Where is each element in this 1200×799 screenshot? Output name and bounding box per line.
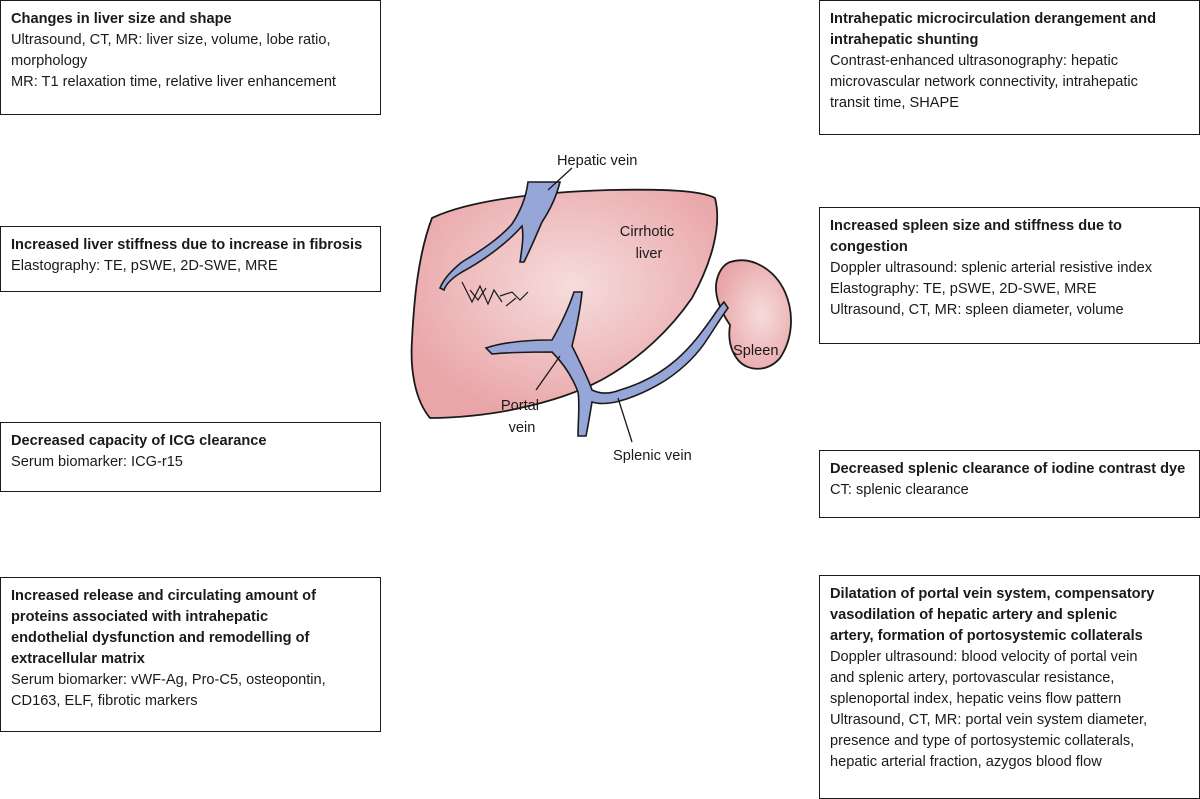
box-title: intrahepatic shunting <box>830 32 979 48</box>
box-liver-size-shape: Changes in liver size and shape Ultrasou… <box>0 0 381 115</box>
box-title: congestion <box>830 239 908 255</box>
box-title: Decreased splenic clearance of iodine co… <box>830 461 1186 477</box>
box-line: Doppler ultrasound: splenic arterial res… <box>830 260 1153 276</box>
hepatic-vein-shape <box>438 181 562 292</box>
box-title: Increased release and circulating amount… <box>11 588 316 604</box>
box-line: splenoportal index, hepatic veins flow p… <box>830 691 1122 707</box>
box-title: proteins associated with intrahepatic <box>11 609 269 625</box>
portal-vein-label-line1: Portal <box>501 398 539 414</box>
box-title: artery, formation of portosystemic colla… <box>830 628 1143 644</box>
cirrhotic-liver-label: Cirrhotic liver <box>620 224 678 262</box>
portal-vein-label-line2: vein <box>509 420 536 436</box>
hepatic-vein-leader <box>547 167 573 191</box>
box-line: Serum biomarker: ICG-r15 <box>11 454 183 470</box>
box-line: Elastography: TE, pSWE, 2D-SWE, MRE <box>11 258 278 274</box>
box-title: Dilatation of portal vein system, compen… <box>830 586 1155 602</box>
box-title: Increased liver stiffness due to increas… <box>11 237 363 253</box>
box-spleen-size: Increased spleen size and stiffness due … <box>819 207 1200 344</box>
box-line: presence and type of portosystemic colla… <box>830 733 1135 749</box>
box-line: Serum biomarker: vWF-Ag, Pro-C5, osteopo… <box>11 672 326 688</box>
splenic-vein-label: Splenic vein <box>613 448 692 464</box>
spleen-label: Spleen <box>733 343 778 359</box>
box-icg-clearance: Decreased capacity of ICG clearance Seru… <box>0 422 381 492</box>
box-line: CT: splenic clearance <box>830 482 969 498</box>
box-portal-system: Dilatation of portal vein system, compen… <box>819 575 1200 799</box>
box-line: Ultrasound, CT, MR: liver size, volume, … <box>11 32 331 48</box>
hepatic-vein-label: Hepatic vein <box>557 153 637 169</box>
box-title: Changes in liver size and shape <box>11 11 232 27</box>
box-title: Decreased capacity of ICG clearance <box>11 433 267 449</box>
box-line: Ultrasound, CT, MR: portal vein system d… <box>830 712 1148 728</box>
box-title: endothelial dysfunction and remodelling … <box>11 630 310 646</box>
box-line: and splenic artery, portovascular resist… <box>830 670 1115 686</box>
box-line: morphology <box>11 53 88 69</box>
box-liver-stiffness: Increased liver stiffness due to increas… <box>0 226 381 292</box>
box-microcirculation: Intrahepatic microcirculation derangemen… <box>819 0 1200 135</box>
portal-vein-label: Portal vein <box>501 398 543 436</box>
box-splenic-clearance: Decreased splenic clearance of iodine co… <box>819 450 1200 518</box>
box-line: microvascular network connectivity, intr… <box>830 74 1138 90</box>
box-line: CD163, ELF, fibrotic markers <box>11 693 198 709</box>
cirrhotic-liver-label-line1: Cirrhotic <box>620 224 674 240</box>
box-line: Doppler ultrasound: blood velocity of po… <box>830 649 1138 665</box>
intrahepatic-microvessels <box>461 281 529 307</box>
cirrhotic-liver-label-line2: liver <box>636 246 663 262</box>
box-title: extracellular matrix <box>11 651 145 667</box>
box-line: Elastography: TE, pSWE, 2D-SWE, MRE <box>830 281 1097 297</box>
box-line: hepatic arterial fraction, azygos blood … <box>830 754 1102 770</box>
box-title: vasodilation of hepatic artery and splen… <box>830 607 1118 623</box>
box-title: Increased spleen size and stiffness due … <box>830 218 1122 234</box>
box-circulating-proteins: Increased release and circulating amount… <box>0 577 381 732</box>
box-line: Ultrasound, CT, MR: spleen diameter, vol… <box>830 302 1124 318</box>
box-line: Contrast-enhanced ultrasonography: hepat… <box>830 53 1119 69</box>
box-title: Intrahepatic microcirculation derangemen… <box>830 11 1157 27</box>
spleen-shape <box>715 259 792 370</box>
box-line: transit time, SHAPE <box>830 95 959 111</box>
splenic-vein-leader <box>617 397 633 443</box>
portal-vein-leader <box>535 355 561 391</box>
box-line: MR: T1 relaxation time, relative liver e… <box>11 74 336 90</box>
portal-vein-shape <box>484 291 729 437</box>
